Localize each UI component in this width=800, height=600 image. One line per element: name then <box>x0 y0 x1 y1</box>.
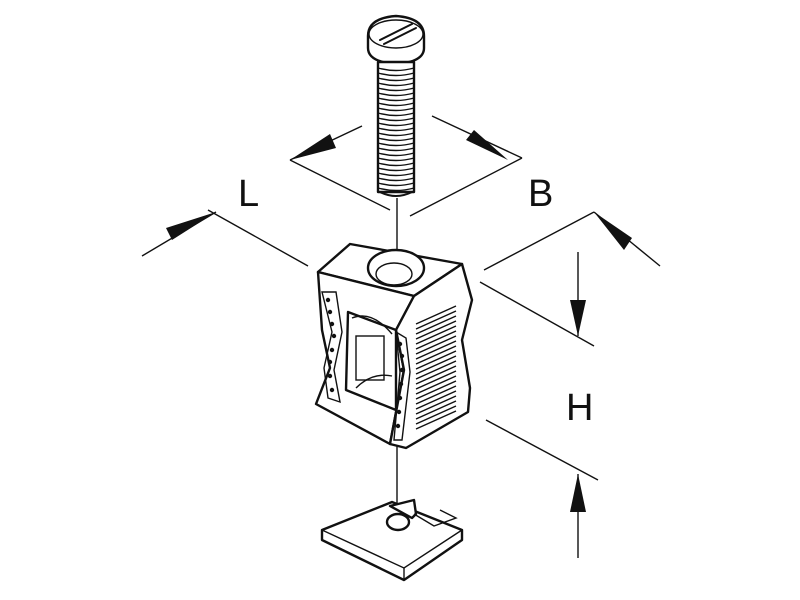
clamp-body <box>314 242 474 450</box>
base-plate <box>320 498 464 582</box>
dimension-b: B <box>409 115 661 271</box>
screw-head <box>366 14 426 66</box>
dimension-b-label: B <box>528 173 553 215</box>
dimension-l-label: L <box>238 173 259 215</box>
screw-shank <box>376 60 416 194</box>
screw <box>366 14 426 197</box>
rib-dots <box>325 297 405 429</box>
dimension-l: L <box>141 125 391 267</box>
serration-grip <box>415 305 457 430</box>
dimension-h: H <box>479 252 599 558</box>
dimension-h-label: H <box>566 387 593 429</box>
screw-threads <box>377 67 415 192</box>
